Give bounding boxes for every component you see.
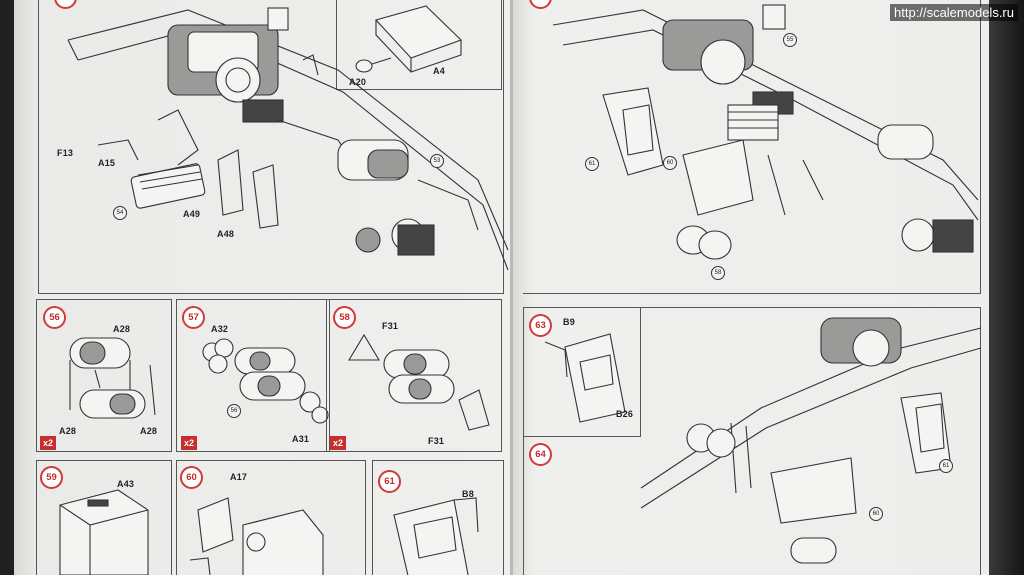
step-reference-circle: 53 xyxy=(430,154,444,168)
step-reference-circle: 60 xyxy=(869,507,883,521)
part-label: A48 xyxy=(217,229,235,239)
step-reference-circle: 56 xyxy=(227,404,241,418)
step-58-box xyxy=(326,299,502,452)
step-56-marker: 56 xyxy=(43,306,66,329)
step-57-marker: 57 xyxy=(182,306,205,329)
step-60-box xyxy=(176,460,366,575)
step-56-box xyxy=(36,299,172,452)
part-label: F31 xyxy=(382,321,399,331)
step-58-drawing xyxy=(348,333,490,431)
part-label: B8 xyxy=(462,489,474,499)
chassis-assembly-drawing xyxy=(67,7,509,271)
main-assembly-box-right xyxy=(523,0,981,294)
step-57-drawing xyxy=(202,338,329,424)
step-63-marker: 63 xyxy=(529,314,552,337)
quantity-badge: x2 xyxy=(40,436,57,450)
chassis-assembly-drawing-right xyxy=(552,4,979,260)
part-label: B26 xyxy=(616,409,634,419)
step-61-marker: 61 xyxy=(378,470,401,493)
step-61-box xyxy=(372,460,504,575)
part-label: A28 xyxy=(140,426,158,436)
part-label: A20 xyxy=(349,77,367,87)
part-label: F13 xyxy=(57,148,74,158)
part-label: A28 xyxy=(59,426,77,436)
part-label: A4 xyxy=(433,66,445,76)
quantity-badge: x2 xyxy=(181,436,198,450)
book-spine xyxy=(510,0,514,575)
step-reference-circle: 58 xyxy=(711,266,725,280)
part-label: A28 xyxy=(113,324,131,334)
step-59-drawing xyxy=(59,489,149,575)
left-instruction-page: F13 A15 A49 A48 A20 A4 54 53 56 A28 A28 … xyxy=(14,0,512,575)
step-64-box xyxy=(523,307,981,575)
part-label: B9 xyxy=(563,317,575,327)
step-59-box xyxy=(36,460,172,575)
part-label: A31 xyxy=(292,434,310,444)
right-instruction-page: 55 61 60 58 63 B9 B26 64 61 60 xyxy=(513,0,989,575)
step-61-drawing xyxy=(393,497,479,575)
step-64-marker: 64 xyxy=(529,443,552,466)
step-reference-circle: 60 xyxy=(663,156,677,170)
step-57-box xyxy=(176,299,330,452)
step-64-drawing xyxy=(640,317,982,564)
step-56-drawing xyxy=(69,337,156,419)
inset-box-a20-a4 xyxy=(336,0,502,90)
step-reference-circle: 54 xyxy=(113,206,127,220)
step-60-marker: 60 xyxy=(180,466,203,489)
table-surface-edge xyxy=(989,0,1024,575)
part-label: F31 xyxy=(428,436,445,446)
main-assembly-box-left xyxy=(38,0,504,294)
part-label: A32 xyxy=(211,324,229,334)
tool-box-part-drawing xyxy=(355,5,463,73)
step-reference-circle: 55 xyxy=(783,33,797,47)
quantity-badge: x2 xyxy=(330,436,347,450)
step-63-drawing xyxy=(544,333,626,423)
source-watermark: http://scalemodels.ru xyxy=(890,4,1018,21)
step-58-marker: 58 xyxy=(333,306,356,329)
part-label: A43 xyxy=(117,479,135,489)
step-59-marker: 59 xyxy=(40,466,63,489)
part-label: A17 xyxy=(230,472,248,482)
part-label: A15 xyxy=(98,158,116,168)
step-reference-circle: 61 xyxy=(939,459,953,473)
part-label: A49 xyxy=(183,209,201,219)
step-60-drawing xyxy=(189,497,324,575)
step-reference-circle: 61 xyxy=(585,157,599,171)
